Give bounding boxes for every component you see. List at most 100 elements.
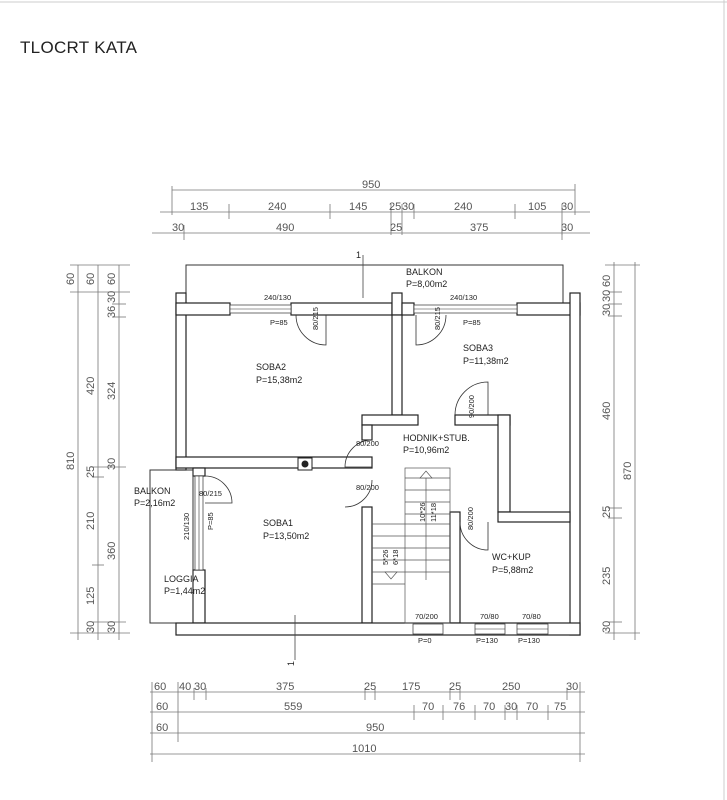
dim: 175 bbox=[402, 681, 420, 693]
dim: 60 bbox=[85, 273, 97, 285]
dim-top-950: 950 bbox=[362, 179, 380, 191]
svg-text:240/130: 240/130 bbox=[264, 293, 291, 302]
dim: 360 bbox=[106, 542, 118, 560]
svg-text:80/200: 80/200 bbox=[466, 507, 475, 530]
dim: 324 bbox=[106, 382, 118, 400]
dim: 40 bbox=[179, 681, 191, 693]
stair-up-arrow-icon bbox=[419, 470, 433, 479]
dim: 30 bbox=[172, 222, 184, 234]
opening-labels: 240/130 P=85 80/215 240/130 P=85 80/215 … bbox=[182, 293, 541, 645]
svg-text:P=11,38m2: P=11,38m2 bbox=[463, 356, 509, 366]
bottom-dimensions: 60 40 30 375 25 175 25 250 30 60 559 70 … bbox=[150, 681, 585, 762]
svg-text:P=1,44m2: P=1,44m2 bbox=[164, 586, 205, 596]
dim: 250 bbox=[502, 681, 520, 693]
svg-text:70/80: 70/80 bbox=[480, 612, 499, 621]
dim: 30 bbox=[566, 681, 578, 693]
dim: 75 bbox=[554, 701, 566, 713]
staircase bbox=[372, 467, 451, 624]
svg-text:70/80: 70/80 bbox=[522, 612, 541, 621]
dim: 30 bbox=[601, 290, 613, 302]
dim: 60 bbox=[154, 681, 166, 693]
dim: 25 bbox=[389, 201, 401, 213]
svg-text:P=130: P=130 bbox=[476, 636, 498, 645]
svg-text:P=15,38m2: P=15,38m2 bbox=[256, 375, 302, 385]
room-balkon-top: BALKON P=8,00m2 bbox=[406, 267, 447, 289]
stairs-label: 5*26 bbox=[381, 550, 390, 565]
dim: 70 bbox=[483, 701, 495, 713]
stairs-label: 10*26 bbox=[418, 502, 427, 522]
svg-text:WC+KUP: WC+KUP bbox=[492, 552, 531, 562]
dim: 25 bbox=[601, 506, 613, 518]
dim: 60 bbox=[601, 275, 613, 287]
section-marker-bottom: 1 bbox=[286, 661, 296, 666]
svg-text:P=2,16m2: P=2,16m2 bbox=[134, 498, 175, 508]
section-marker-top: 1 bbox=[356, 250, 361, 260]
dim: 810 bbox=[65, 452, 77, 470]
svg-text:P=85: P=85 bbox=[463, 318, 481, 327]
section-line-marker bbox=[294, 255, 364, 660]
svg-text:80/215: 80/215 bbox=[199, 489, 222, 498]
chimney-icon bbox=[301, 460, 309, 468]
svg-text:SOBA1: SOBA1 bbox=[263, 518, 293, 528]
door-swings bbox=[204, 314, 489, 551]
dim: 125 bbox=[85, 587, 97, 605]
room-soba1: SOBA1 P=13,50m2 bbox=[263, 518, 309, 541]
dim: 870 bbox=[622, 462, 634, 480]
dim: 235 bbox=[601, 567, 613, 585]
svg-text:70/200: 70/200 bbox=[415, 612, 438, 621]
dim: 30 bbox=[601, 304, 613, 316]
room-loggia: LOGGIA P=1,44m2 bbox=[164, 574, 205, 596]
dim: 210 bbox=[85, 512, 97, 530]
dim: 950 bbox=[366, 722, 384, 734]
dim: 60 bbox=[65, 273, 77, 285]
dim: 420 bbox=[85, 377, 97, 395]
dim: 375 bbox=[470, 222, 488, 234]
dim: 25 bbox=[390, 222, 402, 234]
dim: 1010 bbox=[352, 743, 376, 755]
dim: 60 bbox=[156, 722, 168, 734]
dim: 70 bbox=[526, 701, 538, 713]
dim: 105 bbox=[528, 201, 546, 213]
svg-text:BALKON: BALKON bbox=[134, 486, 171, 496]
dim: 375 bbox=[276, 681, 294, 693]
drawing-title: TLOCRT KATA bbox=[20, 38, 138, 57]
dim: 490 bbox=[276, 222, 294, 234]
svg-text:210/130: 210/130 bbox=[182, 513, 191, 540]
room-wc-kup: WC+KUP P=5,88m2 bbox=[492, 552, 533, 575]
dim: 30 bbox=[561, 201, 573, 213]
dim: 460 bbox=[601, 402, 613, 420]
dim: 145 bbox=[349, 201, 367, 213]
room-hodnik: HODNIK+STUB. P=10,96m2 bbox=[403, 433, 470, 455]
dim: 70 bbox=[422, 701, 434, 713]
dim: 60 bbox=[156, 701, 168, 713]
dim: 30 bbox=[505, 701, 517, 713]
dim: 30 bbox=[601, 621, 613, 633]
svg-text:P=85: P=85 bbox=[270, 318, 288, 327]
stairs-label: 6*18 bbox=[391, 550, 400, 565]
svg-text:LOGGIA: LOGGIA bbox=[164, 574, 199, 584]
svg-text:P=13,50m2: P=13,50m2 bbox=[263, 531, 309, 541]
dim: 559 bbox=[284, 701, 302, 713]
svg-text:80/215: 80/215 bbox=[433, 307, 442, 330]
dim: 30 bbox=[106, 291, 118, 303]
svg-text:P=0: P=0 bbox=[418, 636, 432, 645]
top-dimensions: 950 135 240 145 25 30 240 105 30 30 490 … bbox=[152, 179, 590, 240]
right-dimensions: 60 30 30 460 25 235 30 870 bbox=[601, 262, 640, 640]
dim: 25 bbox=[364, 681, 376, 693]
dim: 36 bbox=[106, 306, 118, 318]
stairs-label: 11*18 bbox=[429, 503, 438, 522]
left-dimensions: 60 810 60 420 25 210 125 30 60 30 36 324… bbox=[65, 264, 130, 640]
dim: 30 bbox=[561, 222, 573, 234]
dim: 30 bbox=[194, 681, 206, 693]
svg-text:80/200: 80/200 bbox=[356, 483, 379, 492]
walls bbox=[149, 264, 581, 636]
dim: 30 bbox=[85, 621, 97, 633]
dim: 30 bbox=[106, 621, 118, 633]
dim: 30 bbox=[402, 201, 414, 213]
stair-down-arrow-icon bbox=[384, 571, 398, 580]
svg-text:HODNIK+STUB.: HODNIK+STUB. bbox=[403, 433, 470, 443]
svg-text:90/200: 90/200 bbox=[467, 395, 476, 418]
svg-text:P=10,96m2: P=10,96m2 bbox=[403, 445, 449, 455]
dim: 76 bbox=[453, 701, 465, 713]
